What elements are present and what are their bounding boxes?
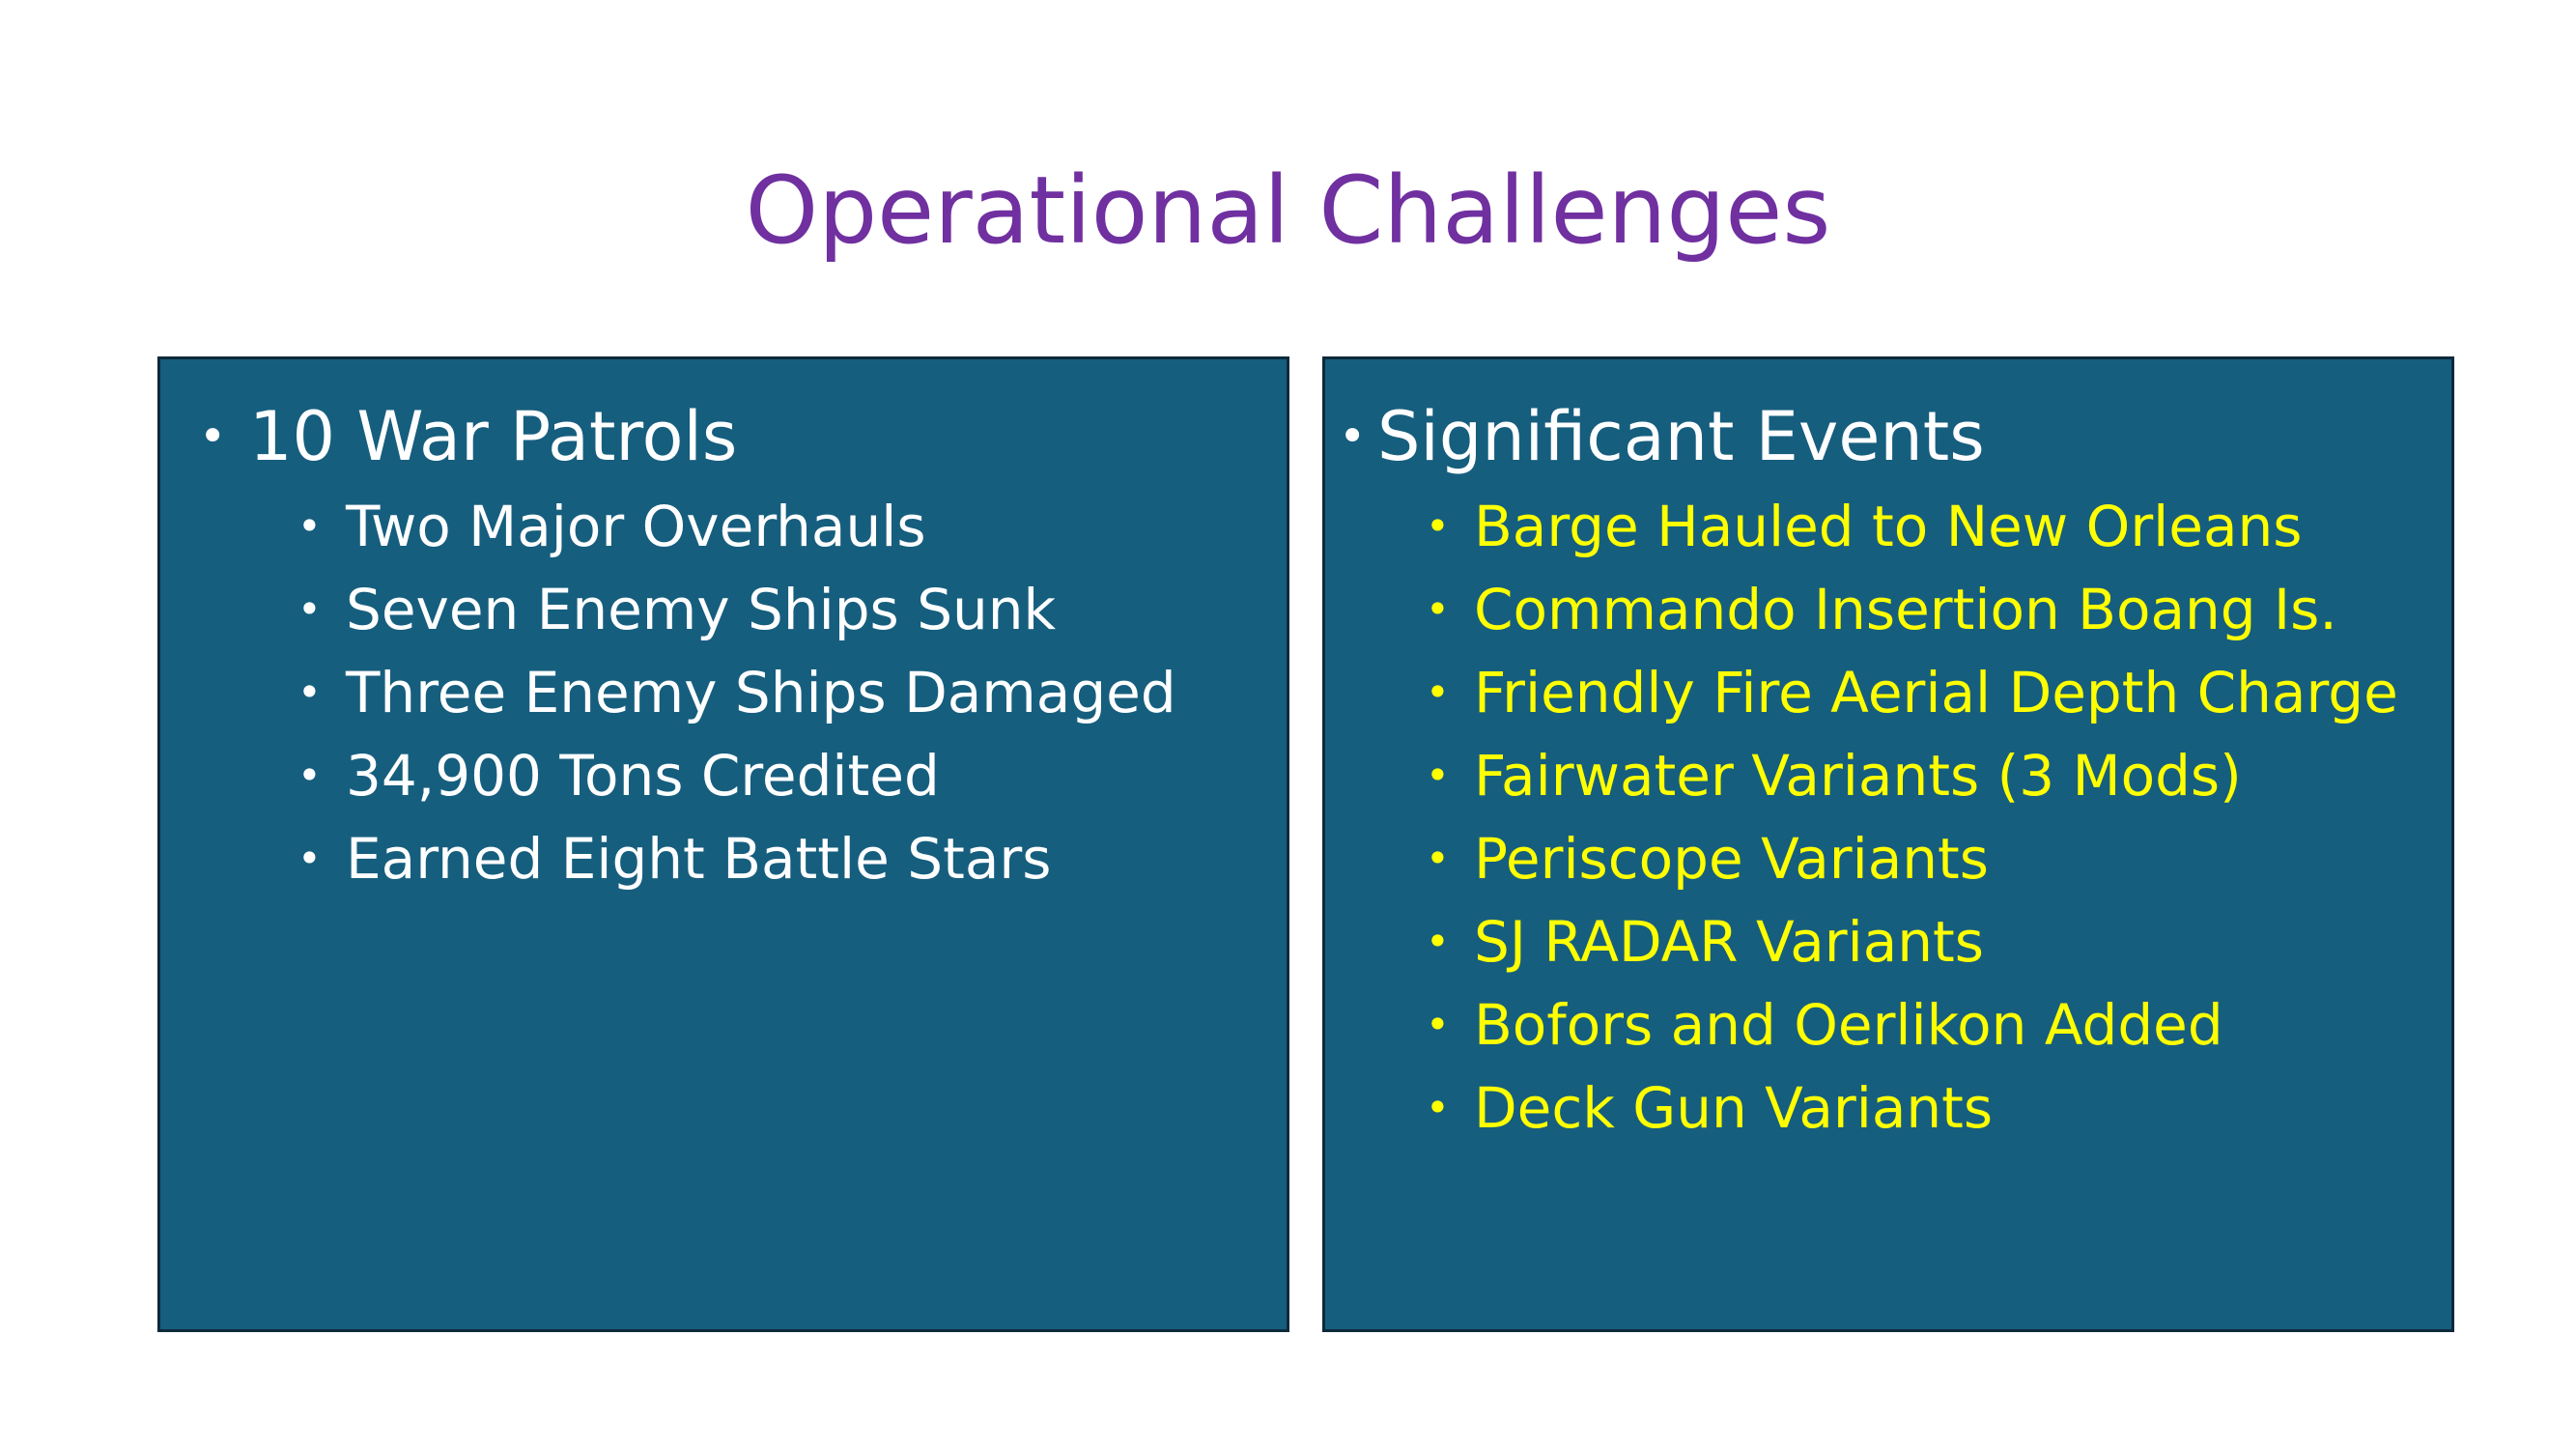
list-item-text: Three Enemy Ships Damaged — [346, 660, 1176, 725]
list-item: • Two Major Overhauls — [297, 485, 926, 568]
bullet-icon: • — [1426, 918, 1450, 965]
bullet-icon: • — [1426, 1001, 1450, 1048]
slide-title: Operational Challenges — [745, 156, 1831, 265]
war-patrols-panel: • 10 War Patrols • Two Major Overhauls •… — [157, 356, 1289, 1332]
list-item-text: Two Major Overhauls — [346, 494, 926, 559]
list-item-text: Fairwater Variants (3 Mods) — [1474, 743, 2242, 809]
significant-events-panel: • Significant Events • Barge Hauled to N… — [1322, 356, 2454, 1332]
list-item: • Earned Eight Battle Stars — [297, 817, 1052, 900]
list-item-text: Periscope Variants — [1474, 826, 1990, 892]
bullet-icon: • — [297, 585, 322, 633]
bullet-icon: • — [297, 752, 322, 799]
list-item-text: Barge Hauled to New Orleans — [1474, 494, 2303, 559]
bullet-icon: • — [1426, 752, 1450, 799]
bullet-icon: • — [297, 835, 322, 882]
list-item-text: Seven Enemy Ships Sunk — [346, 577, 1057, 642]
bullet-icon: • — [1426, 585, 1450, 633]
bullet-icon: • — [1426, 502, 1450, 550]
list-item: • Periscope Variants — [1426, 817, 1990, 900]
list-item: • Fairwater Variants (3 Mods) — [1426, 734, 2242, 817]
bullet-icon: • — [297, 668, 322, 716]
war-patrols-heading-text: 10 War Patrols — [249, 397, 738, 476]
list-item: • SJ RADAR Variants — [1426, 900, 1984, 983]
list-item-text: Friendly Fire Aerial Depth Charge — [1474, 660, 2398, 725]
significant-events-heading-text: Significant Events — [1377, 397, 1985, 476]
bullet-icon: • — [199, 410, 227, 464]
list-item-text: Bofors and Oerlikon Added — [1474, 992, 2223, 1058]
list-item: • Friendly Fire Aerial Depth Charge — [1426, 651, 2398, 734]
list-item: • Deck Gun Variants — [1426, 1066, 1994, 1150]
bullet-icon: • — [1339, 410, 1367, 464]
list-item-text: 34,900 Tons Credited — [346, 743, 940, 809]
list-item: • Bofors and Oerlikon Added — [1426, 983, 2223, 1066]
war-patrols-heading: • 10 War Patrols — [199, 396, 738, 477]
significant-events-heading: • Significant Events — [1339, 396, 1985, 477]
bullet-icon: • — [1426, 1084, 1450, 1131]
list-item-text: Deck Gun Variants — [1474, 1075, 1994, 1141]
list-item-text: Commando Insertion Boang Is. — [1474, 577, 2337, 642]
list-item: • Three Enemy Ships Damaged — [297, 651, 1176, 734]
list-item-text: SJ RADAR Variants — [1474, 909, 1984, 975]
list-item: • 34,900 Tons Credited — [297, 734, 940, 817]
list-item: • Commando Insertion Boang Is. — [1426, 568, 2337, 651]
list-item: • Seven Enemy Ships Sunk — [297, 568, 1057, 651]
list-item: • Barge Hauled to New Orleans — [1426, 485, 2303, 568]
bullet-icon: • — [1426, 668, 1450, 716]
list-item-text: Earned Eight Battle Stars — [346, 826, 1052, 892]
bullet-icon: • — [297, 502, 322, 550]
bullet-icon: • — [1426, 835, 1450, 882]
